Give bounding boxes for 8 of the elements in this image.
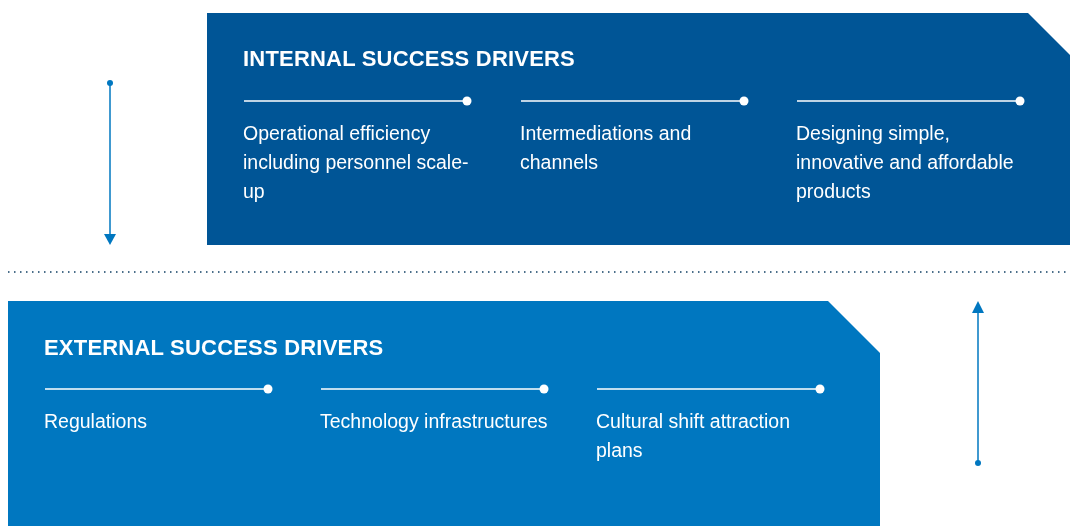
- panel-heading: EXTERNAL SUCCESS DRIVERS: [44, 335, 384, 361]
- driver-text: Intermediations and channels: [520, 121, 693, 175]
- driver-text: Operational efficiency including personnel scale-up: [243, 121, 470, 204]
- driver-text: Technology infrastructures: [320, 409, 549, 434]
- driver-text: Cultural shift attraction plans: [596, 409, 791, 463]
- driver-text: Designing simple, innovative and affordable products: [796, 121, 1015, 204]
- panel-heading: INTERNAL SUCCESS DRIVERS: [243, 46, 575, 72]
- driver-text: Regulations: [44, 409, 148, 434]
